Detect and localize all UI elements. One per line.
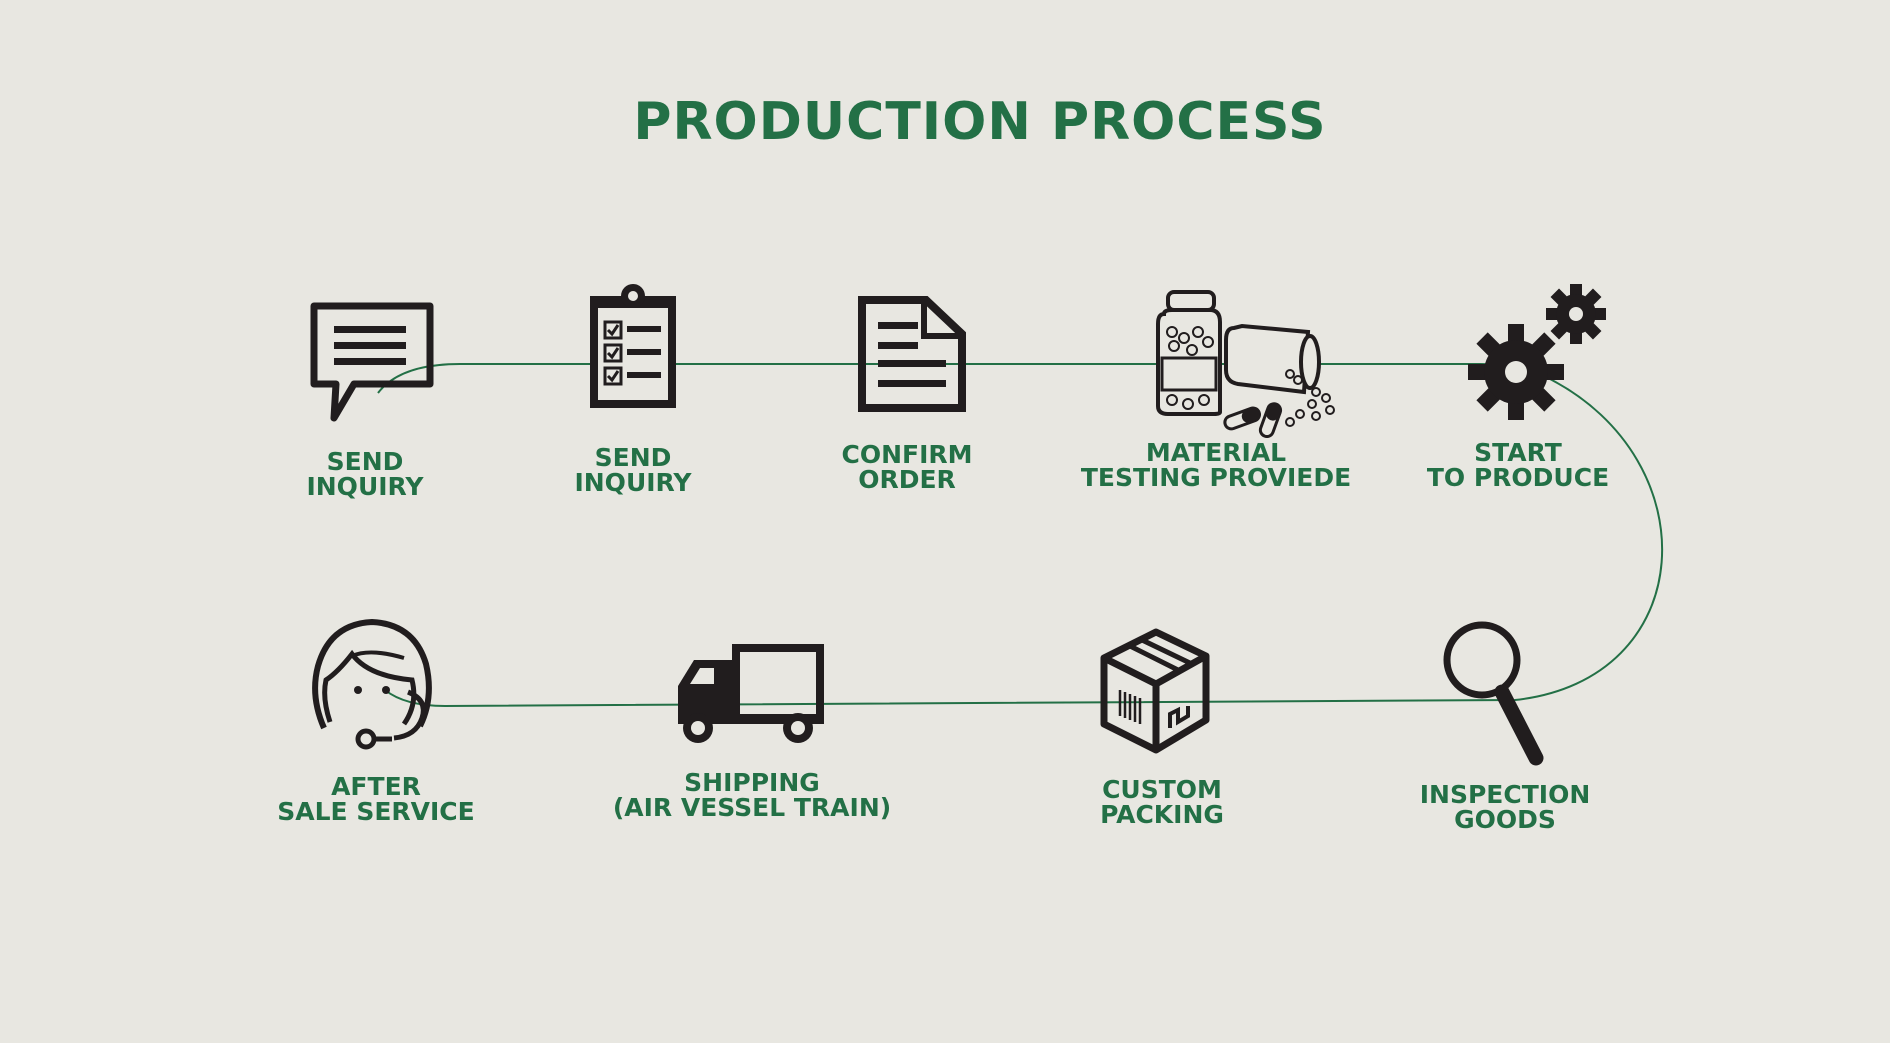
delivery-truck-icon xyxy=(678,644,824,743)
pill-bottles-icon xyxy=(1156,290,1335,438)
gears-icon xyxy=(1468,284,1606,420)
chat-bubble-icon xyxy=(310,302,434,422)
step-label: SHIPPING(AIR VESSEL TRAIN) xyxy=(612,768,892,822)
clipboard-checklist-icon xyxy=(590,284,676,408)
page-title: PRODUCTION PROCESS xyxy=(633,92,1327,152)
magnifier-icon xyxy=(1443,621,1544,766)
package-box-icon xyxy=(1100,628,1210,754)
headset-agent-icon xyxy=(312,618,432,750)
document-icon xyxy=(858,296,966,412)
